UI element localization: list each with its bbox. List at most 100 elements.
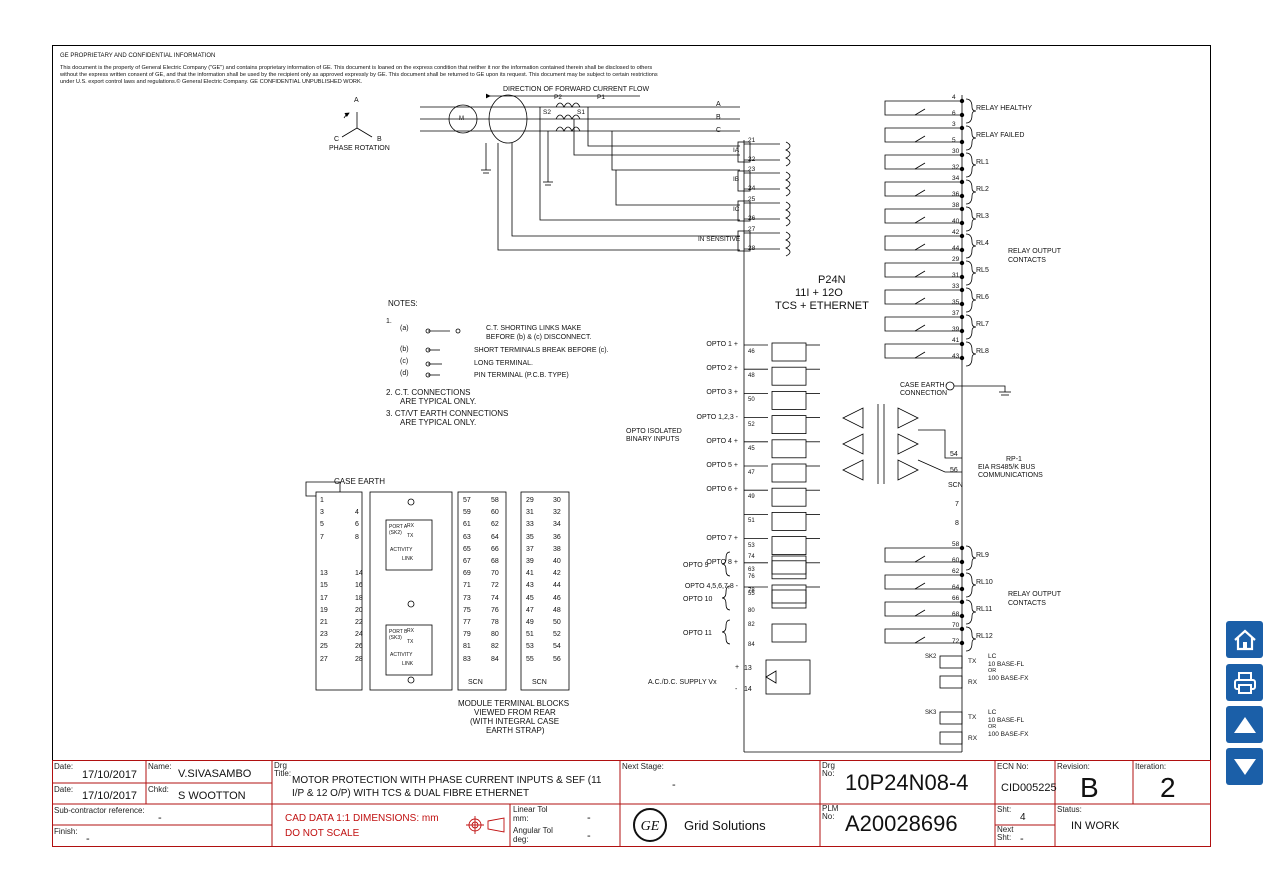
- ct-shorting-link: [737, 230, 751, 252]
- relay-brace: [965, 206, 977, 232]
- opto-brace: [721, 619, 731, 645]
- comms-56: 56: [950, 467, 958, 474]
- terminal-dot: [959, 586, 965, 592]
- relay-term-3: 3: [952, 121, 956, 128]
- supply-plus: +: [735, 664, 740, 671]
- confidential-line-1: This document is the property of General…: [60, 65, 653, 71]
- rear-block1-l-19: 19: [320, 606, 328, 614]
- rear-block2-r-76: 76: [491, 606, 499, 614]
- port-a-activity: ACTIVITY: [390, 547, 413, 553]
- relay-contact: [884, 574, 962, 590]
- rear-block2-l-61: 61: [463, 521, 471, 529]
- rear-block3-l-29: 29: [526, 497, 534, 504]
- tb-plm: A20028696: [845, 811, 958, 836]
- ct-term-28: 28: [748, 245, 756, 252]
- note-b-text: SHORT TERMINALS BREAK BEFORE (c).: [474, 347, 609, 354]
- page-down-button[interactable]: [1226, 748, 1263, 785]
- svg-text:GE: GE: [641, 819, 660, 834]
- home-icon: [1233, 629, 1256, 650]
- tb-ecn-label: ECN No:: [997, 762, 1029, 771]
- rear-block3-r-52: 52: [553, 631, 561, 639]
- line-c-label: C: [716, 127, 722, 134]
- eth-or-1: OR: [988, 668, 997, 674]
- opto-term-50: 50: [748, 397, 755, 404]
- opto-pair-p-82: 82: [748, 622, 755, 628]
- line-b-label: B: [716, 114, 721, 121]
- rear-block2-l-59: 59: [463, 509, 471, 517]
- note-3b: ARE TYPICAL ONLY.: [400, 418, 477, 427]
- relay-term-35: 35: [952, 299, 960, 306]
- relay-name-11: RL11: [976, 606, 993, 613]
- rear-block1-r-4: 4: [355, 509, 359, 517]
- print-icon: [1233, 671, 1256, 694]
- opto-coupler: [771, 512, 807, 531]
- port-a-link: LINK: [402, 556, 414, 562]
- note-b: (b): [400, 346, 409, 353]
- tb-revision: B: [1080, 772, 1099, 803]
- relay-brace: [965, 152, 977, 178]
- print-button[interactable]: [1226, 664, 1263, 701]
- opto-coupler: [771, 366, 807, 386]
- rear-block1-l-5: 5: [320, 521, 324, 529]
- opto-label-6: OPTO 5 +: [706, 462, 738, 469]
- relay-term-30: 30: [952, 148, 960, 155]
- eth-rx-2: RX: [968, 735, 978, 742]
- rear-block3-l-47: 47: [526, 606, 534, 614]
- rear-block2-r-82: 82: [491, 643, 499, 651]
- p2-label: P2: [554, 94, 562, 101]
- tb-finish: -: [86, 833, 90, 845]
- relay-term-62: 62: [952, 568, 960, 575]
- terminal-dot: [959, 626, 965, 632]
- ct-input-4-label: IN SENSITIVE: [698, 236, 741, 243]
- rear-block2-r-62: 62: [491, 521, 499, 529]
- rear-block1-l-21: 21: [320, 619, 328, 626]
- relay-term-6: 6: [952, 110, 956, 117]
- terminal-dot: [959, 355, 965, 361]
- arrow-up-icon: [1233, 716, 1256, 733]
- rear-block2-l-75: 75: [463, 606, 471, 614]
- tb-revision-label: Revision:: [1057, 762, 1090, 771]
- rear-block3-r-38: 38: [553, 545, 561, 553]
- home-button[interactable]: [1226, 621, 1263, 658]
- terminal-dot: [959, 206, 965, 212]
- opto-pair-label-2: OPTO 10: [683, 596, 713, 603]
- opto-term-55: 55: [748, 591, 755, 597]
- relay-contact: [884, 601, 962, 617]
- rear-block2-r-68: 68: [491, 558, 499, 565]
- relay-contact-blade: [914, 189, 926, 197]
- scn-block3: SCN: [532, 679, 547, 686]
- relay-contact: [884, 547, 962, 563]
- relay-contact-blade: [914, 297, 926, 305]
- terminal-dot: [959, 599, 965, 605]
- relay-term-58: 58: [952, 541, 960, 548]
- terminal-dot: [959, 640, 965, 646]
- relay-contact: [884, 208, 962, 224]
- relay-io: 11I + 12O: [795, 287, 843, 299]
- relay-contact: [884, 181, 962, 197]
- relay-name-10: RL8: [976, 348, 989, 355]
- rear-block3-l-31: 31: [526, 509, 534, 517]
- rear-block1-l-13: 13: [320, 570, 328, 578]
- p1-label: P1: [597, 94, 605, 101]
- terminal-dot: [959, 166, 965, 172]
- opto-term-63: 63: [748, 566, 755, 573]
- terminal-dot: [959, 559, 965, 565]
- rear-block3-r-54: 54: [553, 643, 561, 651]
- rear-block3-l-55: 55: [526, 655, 534, 663]
- tb-drg-title-label: Drg Title:: [274, 761, 292, 778]
- opto-pair-label-1: OPTO 9: [683, 562, 709, 569]
- comms-bus: EIA RS485/K BUS: [978, 464, 1036, 471]
- relay-brace: [965, 260, 977, 286]
- page-up-button[interactable]: [1226, 706, 1263, 743]
- confidential-heading: GE PROPRIETARY AND CONFIDENTIAL INFORMAT…: [60, 53, 216, 59]
- opto-label-1: OPTO 1 +: [706, 341, 738, 348]
- relay-brace: [965, 314, 977, 340]
- opto-coupler: [771, 463, 807, 483]
- rear-block2-r-60: 60: [491, 509, 499, 517]
- rear-block2-l-79: 79: [463, 631, 471, 639]
- opto-term-52: 52: [748, 421, 755, 428]
- opto-coupler: [771, 536, 807, 555]
- port-b-link: LINK: [402, 661, 414, 667]
- phase-rotation-caption: PHASE ROTATION: [329, 145, 390, 152]
- relay-term-41: 41: [952, 337, 960, 344]
